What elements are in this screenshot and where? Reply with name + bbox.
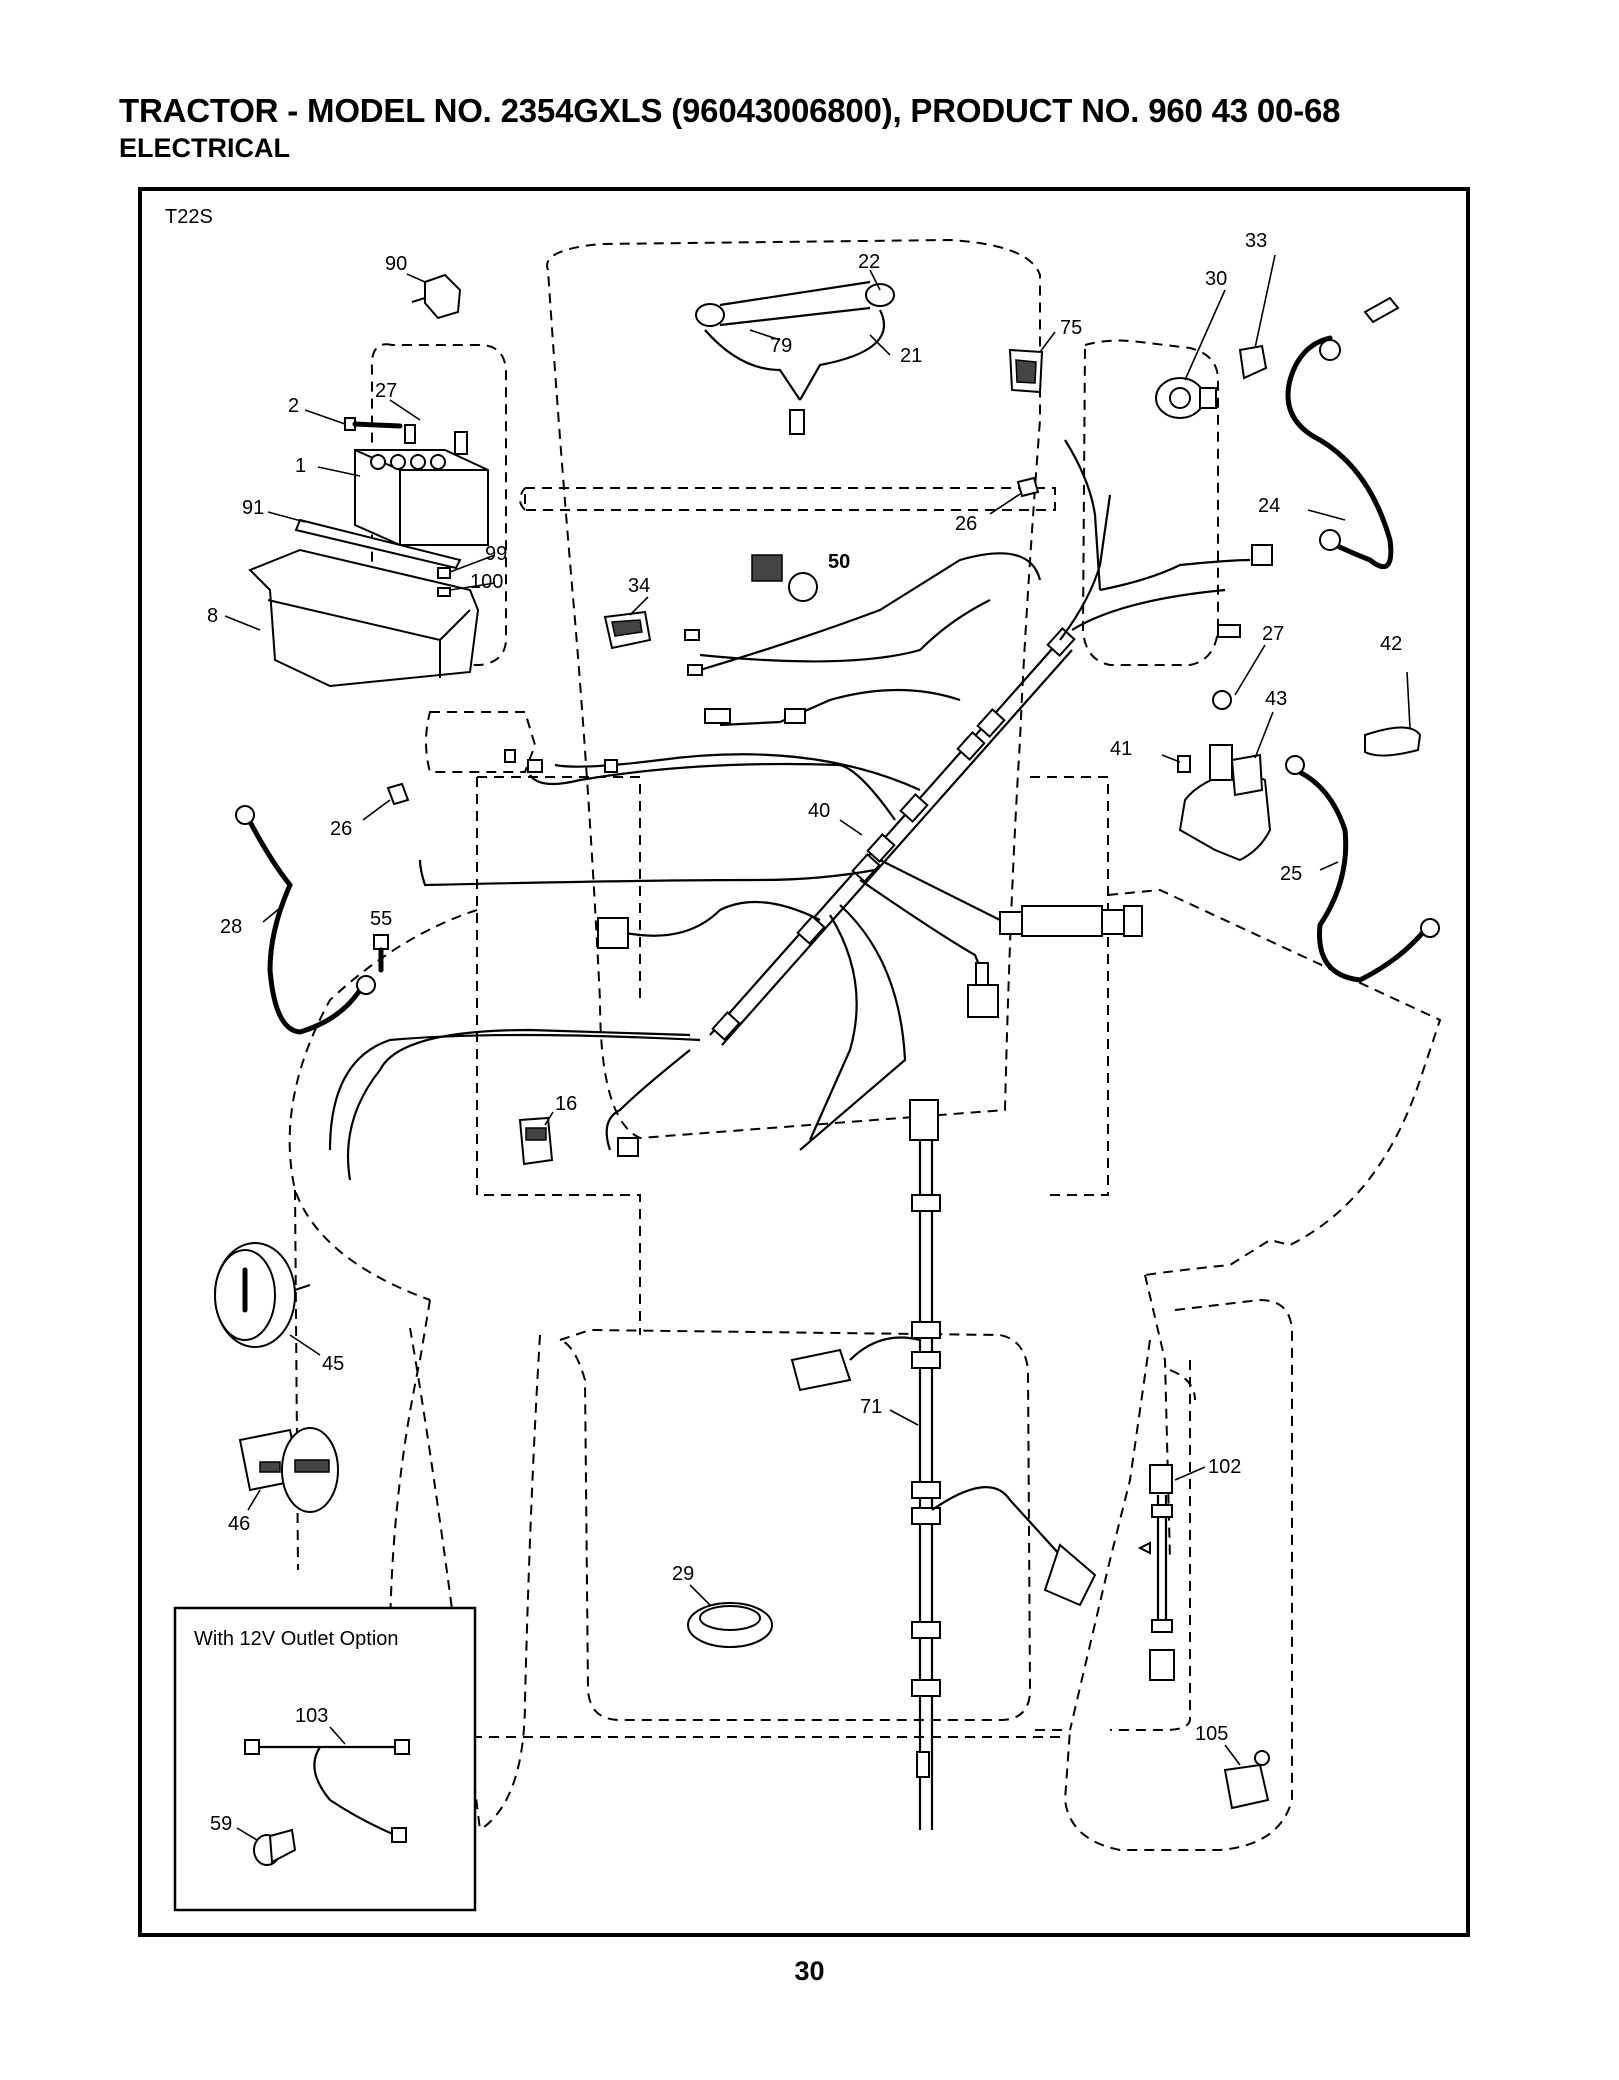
part-29-horn [687, 1602, 773, 1648]
callout-26-left: 26 [330, 818, 352, 840]
callout-55: 55 [370, 908, 392, 930]
part-43-solenoid [1177, 690, 1272, 862]
callout-22: 22 [858, 251, 880, 273]
part-50-switch [751, 554, 818, 602]
main-wire-harness [328, 439, 1251, 1181]
part-71-harness [790, 1099, 1097, 1830]
part-8-tray [248, 548, 480, 688]
part-22-headlights [695, 280, 895, 435]
callout-1: 1 [295, 455, 306, 477]
callout-28: 28 [220, 916, 242, 938]
callout-16: 16 [555, 1093, 577, 1115]
callout-43: 43 [1265, 688, 1287, 710]
page-number: 30 [794, 1956, 825, 1986]
callout-105: 105 [1195, 1723, 1228, 1745]
part-42-boot [1364, 726, 1422, 757]
callout-21: 21 [900, 345, 922, 367]
callout-2: 2 [288, 395, 299, 417]
part-55-bolt [373, 934, 389, 973]
callout-29: 29 [672, 1563, 694, 1585]
callout-27-top: 27 [375, 380, 397, 402]
diagram-frame [138, 187, 1470, 1937]
part-26-fuse-left [386, 782, 410, 806]
part-45-hour-meter [214, 1242, 311, 1348]
part-30-ignition [1155, 377, 1217, 419]
callout-27-right: 27 [1262, 623, 1284, 645]
callout-100: 100 [470, 571, 503, 593]
part-46-meter [238, 1427, 339, 1513]
callout-26-top: 26 [955, 513, 977, 535]
part-102-switch [1137, 1464, 1175, 1681]
part-105-solenoid [1223, 1750, 1270, 1810]
part-33-key [1238, 344, 1268, 380]
part-25-cable [1285, 755, 1440, 983]
callout-34: 34 [628, 575, 650, 597]
part-28-cable [235, 805, 376, 1035]
callout-91: 91 [242, 497, 264, 519]
callout-79: 79 [770, 335, 792, 357]
callout-50: 50 [828, 551, 850, 573]
callout-42: 42 [1380, 633, 1402, 655]
callout-46: 46 [228, 1513, 250, 1535]
callout-41: 41 [1110, 738, 1132, 760]
callout-71: 71 [860, 1396, 882, 1418]
callout-90: 90 [385, 253, 407, 275]
inset-box [173, 1606, 477, 1912]
part-26-fuse-top [1016, 476, 1040, 498]
part-91-holddown [294, 518, 462, 570]
callout-24: 24 [1258, 495, 1280, 517]
page-title: TRACTOR - MODEL NO. 2354GXLS (9604300680… [119, 92, 1341, 129]
part-16-relay [518, 1116, 554, 1166]
inset-title: With 12V Outlet Option [194, 1628, 399, 1650]
callout-99: 99 [485, 543, 507, 565]
callout-33: 33 [1245, 230, 1267, 252]
part-75-switch [1008, 348, 1044, 394]
tractor-outline [288, 238, 1442, 1851]
leader-lines [224, 254, 1411, 1841]
callout-40: 40 [808, 800, 830, 822]
section-subtitle: ELECTRICAL [119, 133, 290, 163]
callout-25: 25 [1280, 863, 1302, 885]
part-90-connector [411, 273, 462, 320]
part-99-100-bolt [437, 567, 451, 597]
callout-labels: T22S 90 22 33 30 79 21 75 2 27 1 26 24 9… [165, 206, 1402, 1835]
callout-59: 59 [210, 1813, 232, 1835]
part-1-battery [354, 424, 489, 546]
callout-75: 75 [1060, 317, 1082, 339]
part-34-switch [603, 610, 652, 650]
part-59-outlet [253, 1828, 297, 1866]
callout-45: 45 [322, 1353, 344, 1375]
part-103-harness [244, 1739, 410, 1843]
part-24-cable [1285, 296, 1400, 570]
callout-102: 102 [1208, 1456, 1241, 1478]
callout-8: 8 [207, 605, 218, 627]
callout-103: 103 [295, 1705, 328, 1727]
harness-connectors [504, 544, 1273, 1157]
diagram-code: T22S [165, 206, 213, 228]
callout-30: 30 [1205, 268, 1227, 290]
